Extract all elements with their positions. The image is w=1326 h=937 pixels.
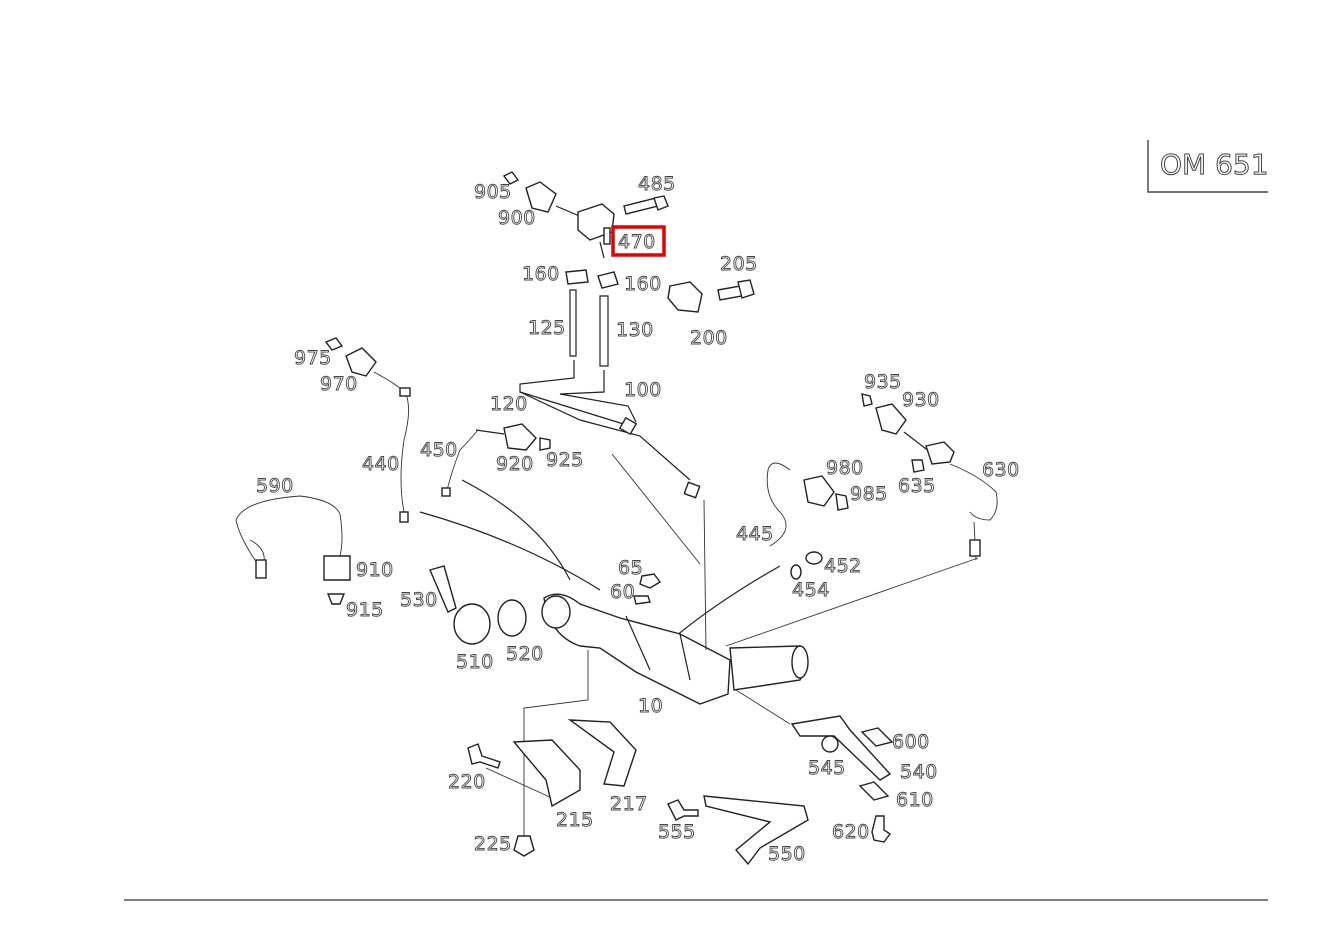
hose-130-part [599, 295, 609, 367]
nut-60-part [633, 595, 651, 605]
part-labels: 905 900 485 470 160 160 205 200 125 130 … [256, 173, 1020, 866]
part-label-980[interactable]: 980 [826, 457, 864, 480]
part-label-630[interactable]: 630 [982, 459, 1020, 482]
hanger-550-part [703, 795, 809, 866]
selected-part-highlight [611, 225, 666, 257]
part-label-925[interactable]: 925 [546, 449, 584, 472]
ring-452-part [805, 551, 823, 565]
part-label-600[interactable]: 600 [892, 731, 930, 754]
part-label-985[interactable]: 985 [850, 483, 888, 506]
hanger-540-part [790, 715, 892, 781]
probe-line-lower-part [461, 479, 571, 581]
rubber-600-part [860, 727, 894, 747]
part-label-975[interactable]: 975 [294, 347, 332, 370]
sensor-920-part [441, 423, 551, 497]
nut-65-part [639, 573, 662, 589]
part-label-217[interactable]: 217 [610, 793, 648, 816]
engine-code: OM 651 [1160, 148, 1269, 181]
clamp-510-part [453, 603, 491, 645]
part-label-920[interactable]: 920 [496, 453, 534, 476]
bolt-220-part [467, 743, 501, 769]
part-label-440[interactable]: 440 [362, 453, 400, 476]
part-label-452[interactable]: 452 [824, 555, 862, 578]
leader-lines [485, 453, 979, 840]
part-label-160-left[interactable]: 160 [522, 263, 560, 286]
part-label-130[interactable]: 130 [616, 319, 654, 342]
bracket-217-part [567, 719, 637, 787]
part-label-610[interactable]: 610 [896, 789, 934, 812]
bolt-530-part [429, 565, 457, 613]
part-label-540[interactable]: 540 [900, 761, 938, 784]
part-label-635[interactable]: 635 [898, 475, 936, 498]
part-label-550[interactable]: 550 [768, 843, 806, 866]
part-label-454[interactable]: 454 [792, 579, 830, 602]
part-label-915[interactable]: 915 [346, 599, 384, 622]
part-label-970[interactable]: 970 [320, 373, 358, 396]
part-label-65[interactable]: 65 [618, 557, 644, 580]
part-label-205[interactable]: 205 [720, 253, 758, 276]
ring-520-part [497, 599, 527, 637]
probe-line-445-part [675, 565, 781, 637]
part-label-485[interactable]: 485 [638, 173, 676, 196]
engine-code-box: OM 651 [1147, 140, 1269, 193]
bolt-225-part [513, 835, 535, 857]
sensor-930-part [861, 393, 998, 561]
hose-125-part [569, 289, 577, 357]
part-label-545[interactable]: 545 [808, 757, 846, 780]
part-label-930[interactable]: 930 [902, 389, 940, 412]
part-label-10[interactable]: 10 [638, 695, 664, 718]
part-label-445[interactable]: 445 [736, 523, 774, 546]
part-label-200[interactable]: 200 [690, 327, 728, 350]
part-label-620[interactable]: 620 [832, 821, 870, 844]
part-label-160-right[interactable]: 160 [624, 273, 662, 296]
sensor-910-part [235, 495, 351, 605]
bolt-485-part [623, 195, 669, 215]
clamp-160-right-part [597, 271, 619, 289]
bracket-215-part [512, 739, 581, 808]
ring-454-part [790, 564, 802, 580]
rubber-610-part [858, 781, 890, 801]
sensor-970-part [324, 337, 411, 523]
part-label-220[interactable]: 220 [448, 771, 486, 794]
part-label-470[interactable]: 470 [618, 231, 656, 254]
part-label-215[interactable]: 215 [556, 809, 594, 832]
part-label-450[interactable]: 450 [420, 439, 458, 462]
part-label-935[interactable]: 935 [864, 371, 902, 394]
part-label-555[interactable]: 555 [658, 821, 696, 844]
part-label-60[interactable]: 60 [610, 581, 636, 604]
bolt-620-part [871, 815, 892, 843]
sensor-980-part [766, 462, 849, 547]
part-label-530[interactable]: 530 [400, 589, 438, 612]
part-label-590[interactable]: 590 [256, 475, 294, 498]
bracket-200-part [667, 279, 755, 313]
bolt-555-part [667, 799, 699, 821]
part-label-510[interactable]: 510 [456, 651, 494, 674]
part-label-125[interactable]: 125 [528, 317, 566, 340]
part-label-900[interactable]: 900 [498, 207, 536, 230]
part-label-905[interactable]: 905 [474, 181, 512, 204]
nut-545-part [821, 735, 839, 753]
part-label-910[interactable]: 910 [356, 559, 394, 582]
part-label-100[interactable]: 100 [624, 379, 662, 402]
part-label-120[interactable]: 120 [490, 393, 528, 416]
parts-drawing [235, 171, 998, 866]
part-label-225[interactable]: 225 [474, 833, 512, 856]
part-label-520[interactable]: 520 [506, 643, 544, 666]
dpf-catalyst-part [541, 593, 809, 705]
clamp-160-left-part [565, 269, 589, 285]
pressure-lines-part [519, 360, 701, 499]
probe-line-upper-part [419, 511, 601, 591]
pressure-sensor-part [502, 171, 615, 259]
